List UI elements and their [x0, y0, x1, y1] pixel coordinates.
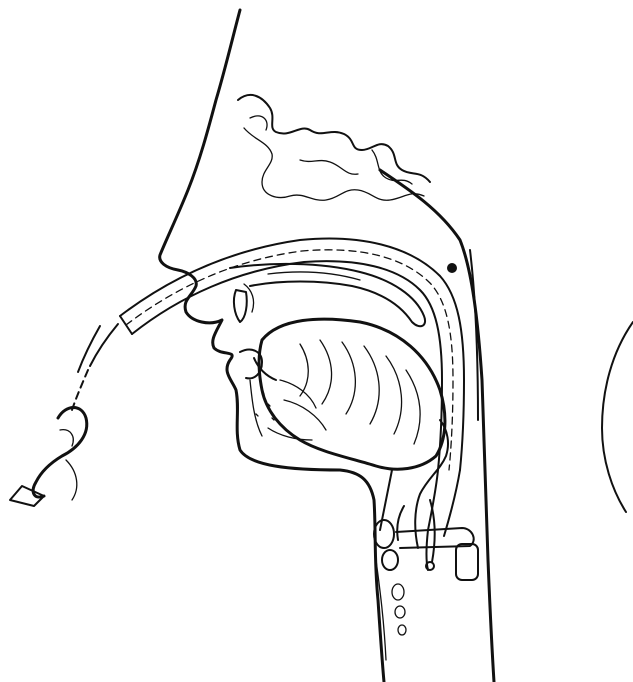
hyoid-bone — [374, 520, 394, 548]
pilot-tubing-and-syringe — [10, 324, 118, 506]
thyroid-cartilage — [456, 544, 478, 580]
tongue — [259, 319, 445, 469]
upper-teeth — [234, 284, 254, 322]
adenoid-dot — [447, 263, 457, 273]
larynx — [374, 420, 478, 660]
inset-circle-edge — [602, 322, 633, 512]
nasotracheal-tube — [120, 239, 464, 571]
